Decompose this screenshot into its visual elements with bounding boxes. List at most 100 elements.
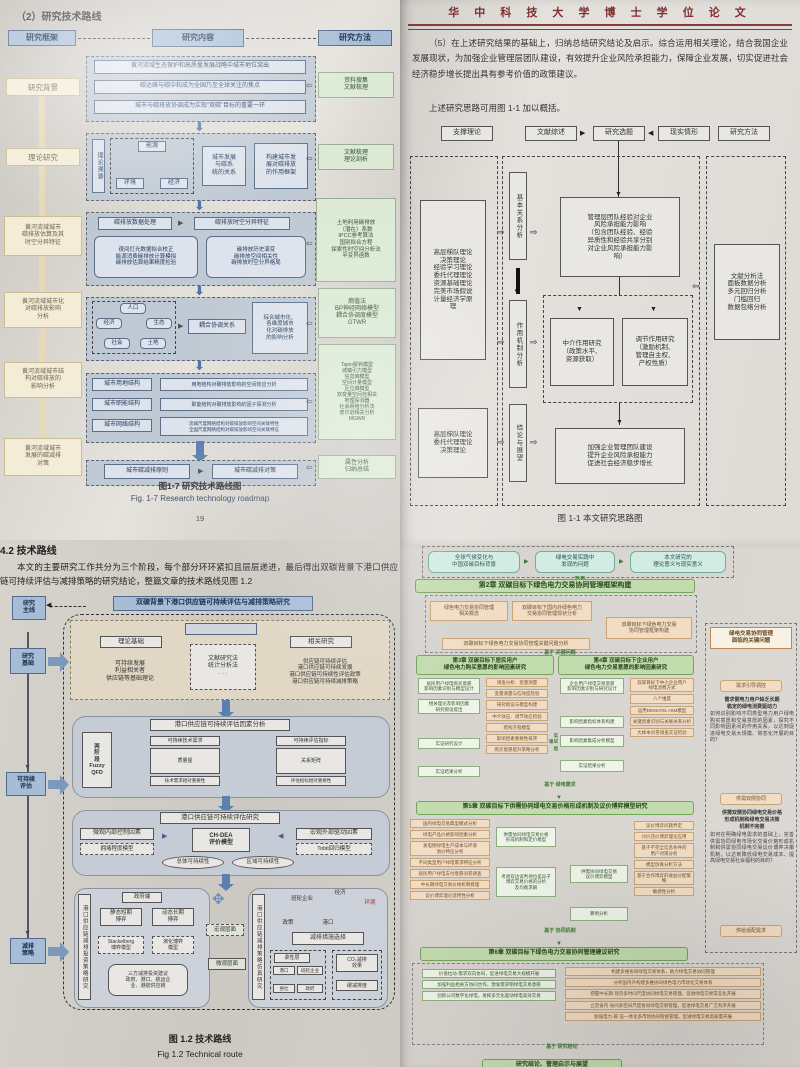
method-5: Tapio脱钩模型 城镇引力模型 信息熵模型 空间计量模型 区位熵模型 双变量空… — [318, 344, 396, 440]
congestion-model-box: 拥堵程度模型 — [80, 843, 154, 855]
node-support-theory: 支撑理论 — [441, 126, 493, 141]
theory-list-box-2: 高层梯队理论 委托代理理论 决策理论 — [418, 408, 488, 478]
investment-advice-box: 三方减排投资建议 政府、港口、航运企 业、港航供应链 — [108, 964, 188, 996]
connector-mechanism: 基于 协同机制 — [544, 928, 576, 934]
arrow-right: ▶ — [198, 468, 204, 475]
stage1-title — [185, 623, 257, 635]
stage-urbanization: 黄河流域城市化 对碳排放影响 分析 — [4, 292, 82, 328]
hollow-left-arrow: ⇦ — [306, 397, 313, 406]
figure-caption-cn: 图 1.2 技术路线 — [168, 1034, 232, 1044]
box-reduction-principle: 城市碳减排原则 — [104, 464, 190, 479]
stage-structure: 黄河流域城市结 构对碳排放的 影响分析 — [4, 362, 82, 398]
list-item: 关键因素识别与关联关系分析 — [630, 716, 694, 726]
stackelberg-box: Stackelberg 博弈模型 — [98, 936, 144, 954]
box-function-desc: 职能结构对碳排放影响的因子探测分析 — [160, 398, 308, 411]
list-item: 价值拉动·需求双向协同，促进绿电交易大规模开展 — [422, 969, 556, 979]
list-item: 变量测量与信效度检验 — [486, 689, 548, 699]
static-game-box: 静态短期 博弈 — [100, 908, 142, 926]
house2-bottom: 评估指标相对重要性 — [276, 776, 346, 786]
sidebar-q2-text: 如何在明确绿电需求的基础上，完善供需协同绿电市场化交易价格形成机制和供需协同绿电… — [710, 832, 794, 864]
box-framework: 构建城市发 展对碳排放 的作用框架 — [254, 143, 308, 189]
box-reduction-policy: 城市碳减排对策 — [212, 464, 298, 479]
bg-climate: 全球气候变化与 中国双碳目标背景 — [428, 551, 520, 573]
list-item: 双碳目标下中小企业用户 绿电消费方式 — [630, 678, 694, 693]
hollow-left-arrow: ⇦ — [306, 319, 313, 328]
list-item: 讨价还价博弈理论应用 — [634, 832, 694, 842]
arrow-left: ◀ — [46, 602, 52, 609]
measure-select-box: 减排措施选择 — [292, 932, 364, 945]
method-middle-box: 文献研究法 统计分析法 · · · — [190, 644, 256, 690]
list-item: 加强利益相关方协同合作，激发需求侧绿电交易意愿 — [422, 980, 556, 990]
list-item: 基于不完全信息条件的 用户对策分析 — [634, 843, 694, 858]
bg-row3: 城市与碳排放协调成为实现“双碳”目标的重要一环 — [94, 100, 306, 114]
section-title: （2）研究技术路线 — [16, 12, 102, 23]
ch3-vertical-label: 实证 结果 — [549, 732, 559, 752]
dash-line — [50, 606, 86, 607]
list-item: 不同类型用户绿电需求特征分析 — [410, 857, 490, 867]
stage-theory: 理论研究 — [6, 148, 80, 166]
bg-problem: 绿电交易实践中 发现的问题 — [535, 551, 615, 573]
ch5-case-box: 算例分析 — [570, 907, 628, 921]
regional-sustainability: 区域可持续性 — [232, 856, 294, 869]
sidebar-q1-button: 需求引导调控 — [720, 680, 782, 692]
box-function: 城市职能结构 — [92, 398, 152, 411]
list-item: 调查分析、变量测量 — [486, 678, 548, 688]
hollow-right-arrow: ⇨ — [497, 337, 505, 347]
page-fig1-2: 4.2 技术路线 本文的主要研究工作共分为三个阶段，每个部分环环紧扣且层层递进，… — [0, 540, 400, 1067]
flex-gov-box: 政府 — [297, 984, 323, 993]
arrow-right: ▶ — [580, 130, 586, 137]
stage-basis-label: 研究 基础 — [10, 648, 46, 674]
conclusion-box: 研究结论、管理启示与展望 — [482, 1059, 622, 1067]
node-env: 环境 — [116, 178, 144, 189]
ch3-header: 第3章 双碳目标下居民用户 绿色电力购买意愿的影响因素研究 — [416, 655, 554, 675]
list-item: 把握中长期·现货多时间尺度协同绿电交易管理，促进绿电交易常态化开展 — [565, 989, 761, 999]
ch4-step: 实证结果分析 — [560, 760, 624, 772]
list-item: 敏感性分析 — [634, 887, 694, 897]
stem-line — [619, 277, 620, 295]
body-paragraph: （5）在上述研究结果的基础上，归纳总结研究结论及启示。综合运用相关理论，结合我国… — [412, 38, 788, 79]
dynamic-game-box: 动态长期 博弈 — [152, 908, 194, 926]
connector-conclusion: 基于 研究结论 — [546, 1044, 578, 1050]
list-item: 中长期绿电交易价格机制梳理 — [410, 880, 490, 890]
header-rule — [408, 24, 792, 30]
theory-list-box: 高层梯队理论 决策理论 经验学习理论 委托代理理论 资源基础理论 完美市场假说 … — [420, 200, 486, 360]
ch4-notes-list: 双碳目标下中小企业用户 绿电消费方式八个维度运用DEMATEL-ISM模型关键因… — [630, 678, 694, 739]
gov-box: 政府端 — [122, 892, 162, 903]
ch2-status: 双碳目标下国内外绿色电力 交易协同管理现状分析 — [512, 601, 592, 621]
four-way-arrow: ✥ — [212, 891, 225, 908]
arrow-right: ▶ — [178, 220, 184, 227]
stage2-title: 港口供应链可持续评估因素分析 — [150, 719, 290, 731]
box-evolution: 碳排放历史演变 碳排放空间相关性 碳排放时空分异格局 — [206, 236, 306, 278]
arrow-down: ▼ — [616, 419, 623, 426]
list-item: 构建多维协同绿电交易体系，助力绿电交易协同管理 — [565, 967, 761, 977]
box-mediation: 中介作用研究 （政策水平、 资源获取） — [550, 318, 614, 386]
hollow-right-arrow: ⇨ — [497, 227, 505, 237]
micro-level-label: 微观层面 — [208, 958, 246, 970]
connector-line — [246, 38, 316, 39]
list-item: 发电侧绿电生产成本与环境 溢价特征分析 — [410, 841, 490, 856]
hollow-right-arrow: ⇨ — [530, 337, 538, 347]
center-conclusion-box: 加强企业管理团队建设 提升企业风险承担能力 促进社会经济稳步增长 — [555, 428, 685, 484]
ch2-concepts: 绿色电力交易协同管理 相关概念 — [430, 601, 508, 621]
page-fig1-1: 华 中 科 技 大 学 博 士 学 位 论 文 （5）在上述研究结果的基础上，归… — [400, 0, 800, 545]
figure-caption-cn: 图1-7 研究技术路线图 — [158, 481, 242, 491]
box-network: 城市网络结构 — [92, 419, 152, 432]
list-item: 八个维度 — [630, 694, 694, 704]
macro-factor-box: 宏观外部驱动因素 — [296, 828, 372, 840]
hollow-left-arrow: ⇦ — [306, 463, 313, 472]
big-down-arrow: ⬇ — [194, 358, 205, 373]
ch3-step: 居民用户绿电购买意愿 影响因素识别与模型设计 — [418, 678, 480, 694]
stage-policy-label: 减排 策略 — [10, 938, 46, 964]
big-down-arrow — [191, 441, 208, 462]
header-method: 研究方法 — [318, 30, 392, 46]
list-item: 国内绿电交易典型模式分析 — [410, 819, 490, 829]
hollow-left-arrow: ⇦ — [306, 239, 313, 248]
big-right-arrow — [48, 651, 69, 672]
node-land: 土地 — [140, 338, 166, 349]
arrow-down: ▼ — [513, 287, 521, 296]
node-topic: 研究选题 — [593, 126, 645, 141]
arrow-right: ▶ — [162, 833, 168, 840]
ch3-step: 实证研究设计 — [418, 738, 480, 749]
page-header: 华 中 科 技 大 学 博 士 学 位 论 文 — [448, 7, 752, 19]
flex-throughput-box: 吞吐 — [273, 984, 295, 993]
